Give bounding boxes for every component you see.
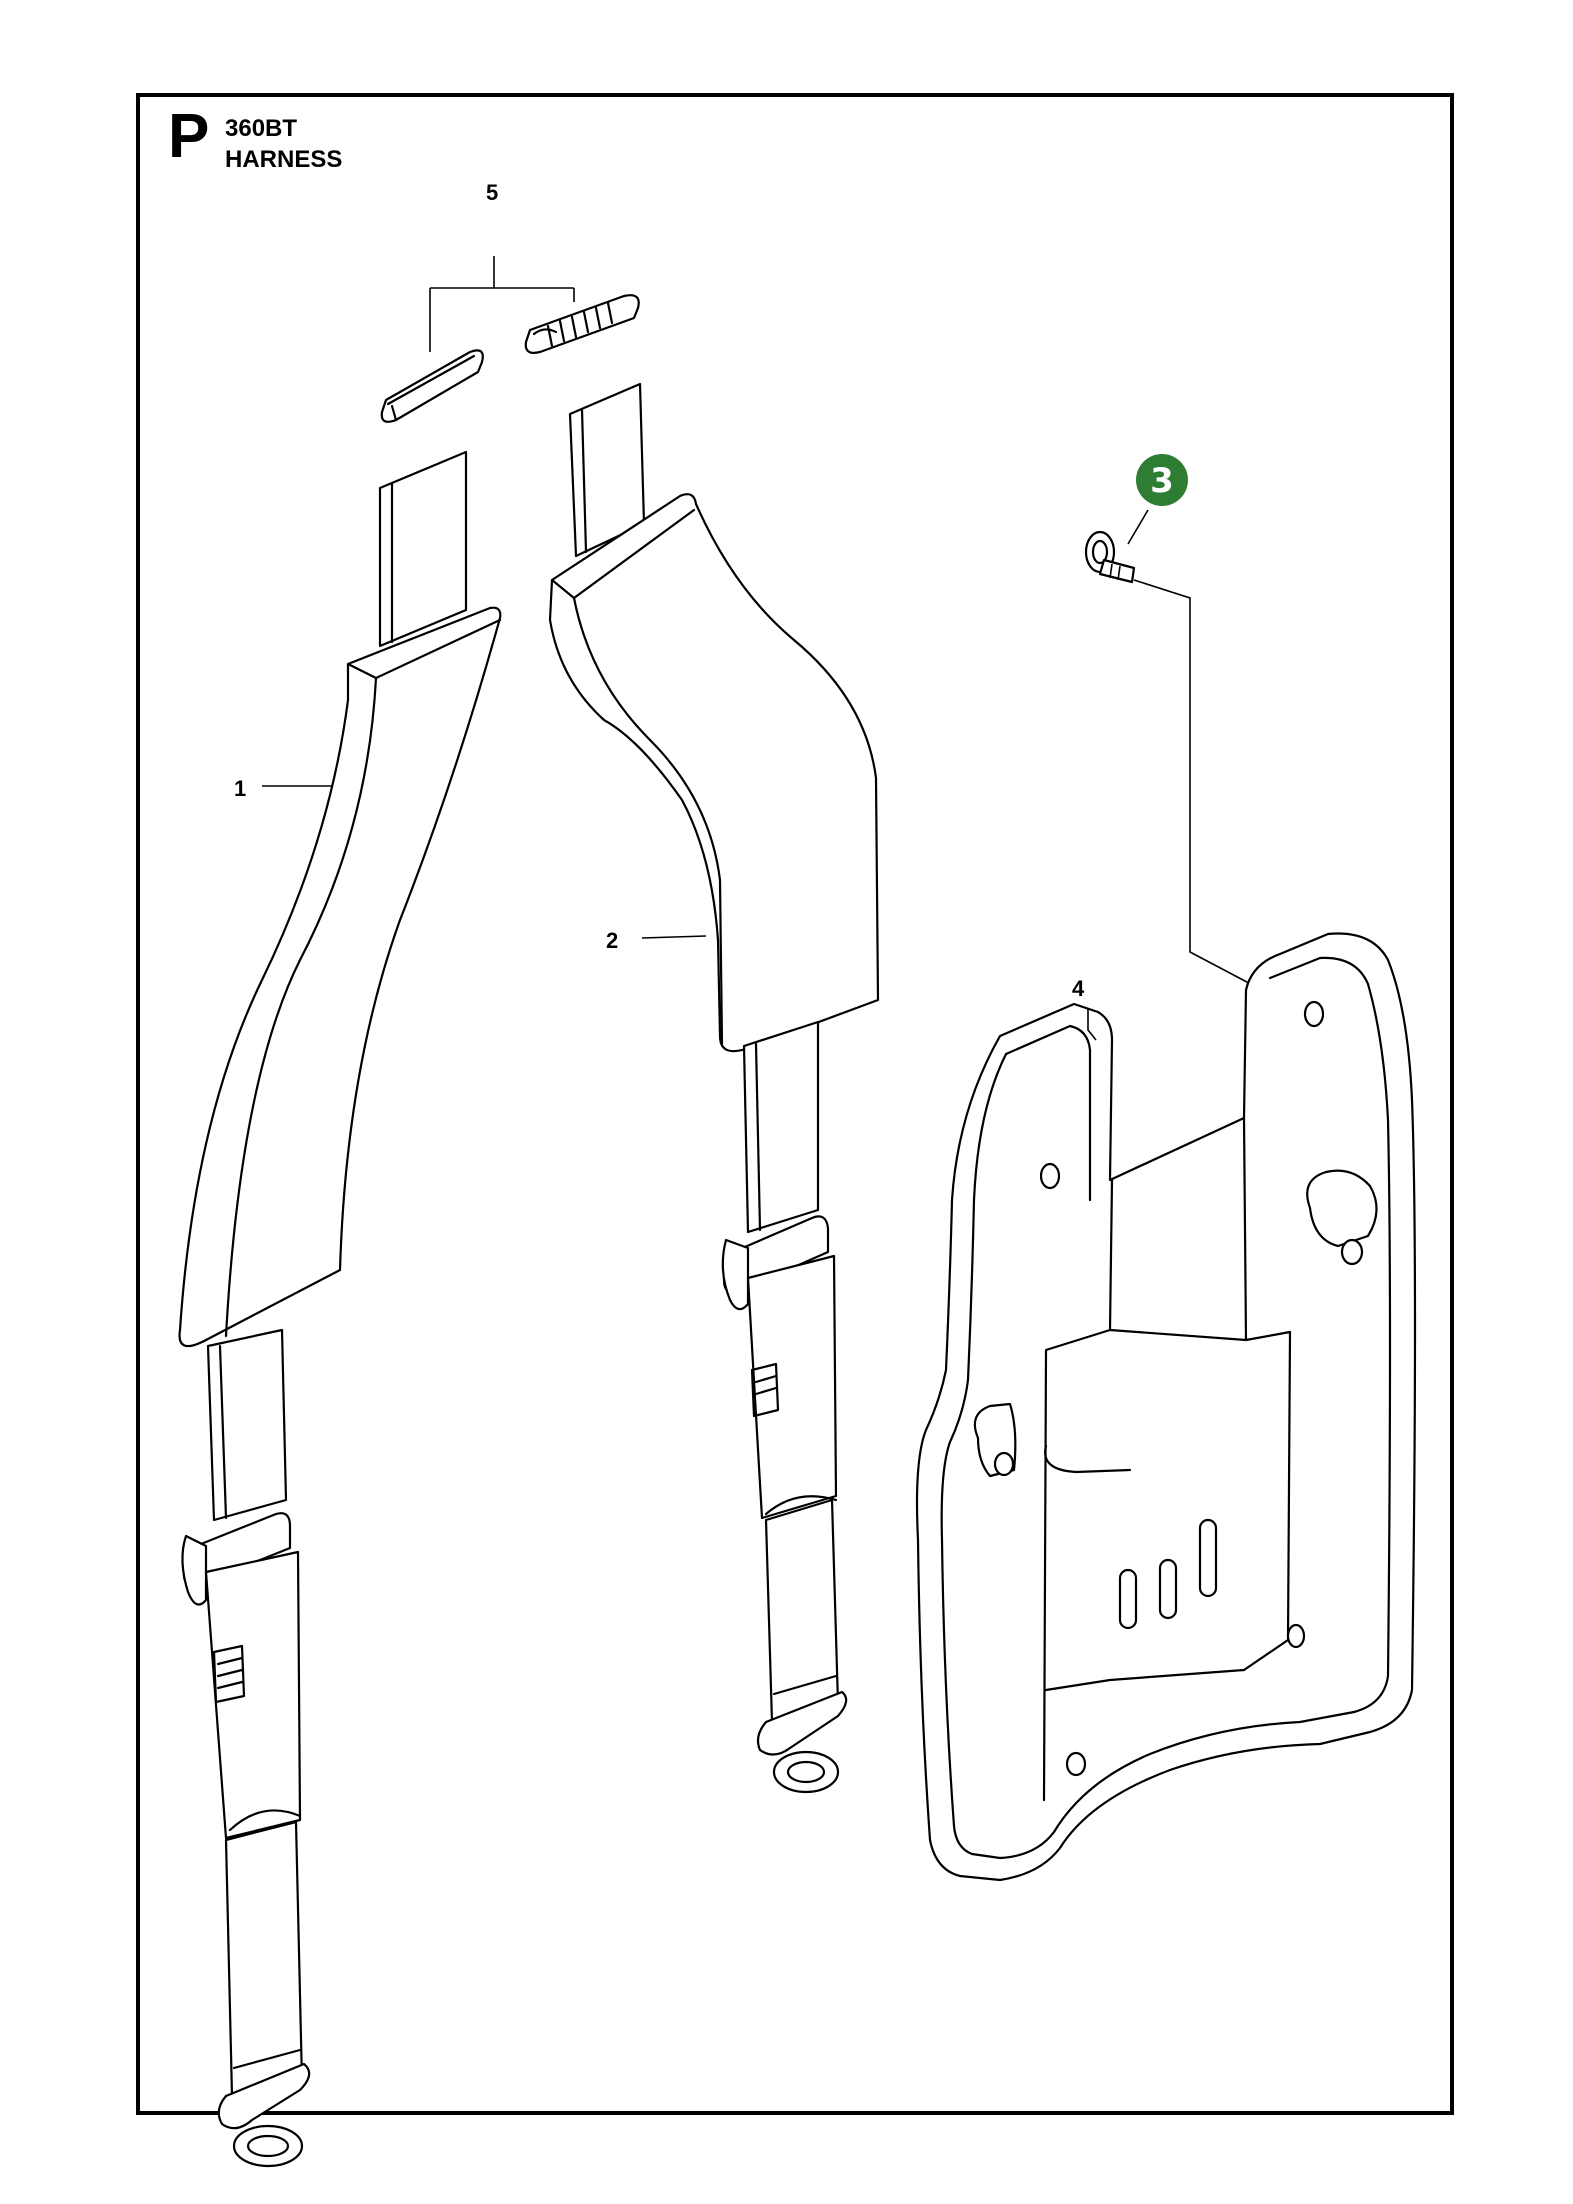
callout-label: 5: [486, 180, 498, 205]
mounting-hole: [1286, 1623, 1306, 1649]
callout-5[interactable]: 5: [486, 180, 498, 205]
mounting-hole: [1039, 1162, 1061, 1190]
callout-2[interactable]: 2: [606, 928, 707, 953]
strap-clip-left[interactable]: [380, 349, 484, 423]
callout-label: 1: [234, 776, 246, 801]
part-2-right-shoulder-strap[interactable]: [548, 382, 880, 1794]
part-1-left-shoulder-strap[interactable]: [178, 450, 502, 2168]
part-5-strap-clips[interactable]: [380, 256, 640, 423]
model-name: 360BT: [225, 115, 298, 142]
mounting-hole: [1065, 1751, 1087, 1777]
callout-label: 4: [1072, 976, 1085, 1001]
vent-slot: [1158, 1558, 1178, 1620]
callout-label: 2: [606, 928, 618, 953]
part-4-back-plate[interactable]: [915, 932, 1417, 1882]
vent-slot: [1118, 1568, 1138, 1630]
mounting-hole: [1303, 1000, 1325, 1028]
section-letter: P: [168, 102, 210, 171]
diagram-frame: [136, 93, 1454, 2115]
strap-clip-right[interactable]: [524, 294, 640, 354]
mounting-hole: [1340, 1238, 1364, 1266]
mounting-boss: [1306, 1169, 1378, 1248]
highlight-badge: [1136, 454, 1188, 506]
callout-3-highlighted[interactable]: 3: [1136, 454, 1188, 506]
callout-4[interactable]: 4: [1072, 976, 1085, 1001]
part-3-screw[interactable]: [1084, 509, 1263, 991]
callout-label: 3: [1150, 461, 1174, 501]
diagram-title: HARNESS: [225, 146, 343, 173]
vent-slot: [1198, 1518, 1218, 1598]
mounting-hole: [993, 1451, 1015, 1477]
callout-1[interactable]: 1: [234, 776, 332, 801]
